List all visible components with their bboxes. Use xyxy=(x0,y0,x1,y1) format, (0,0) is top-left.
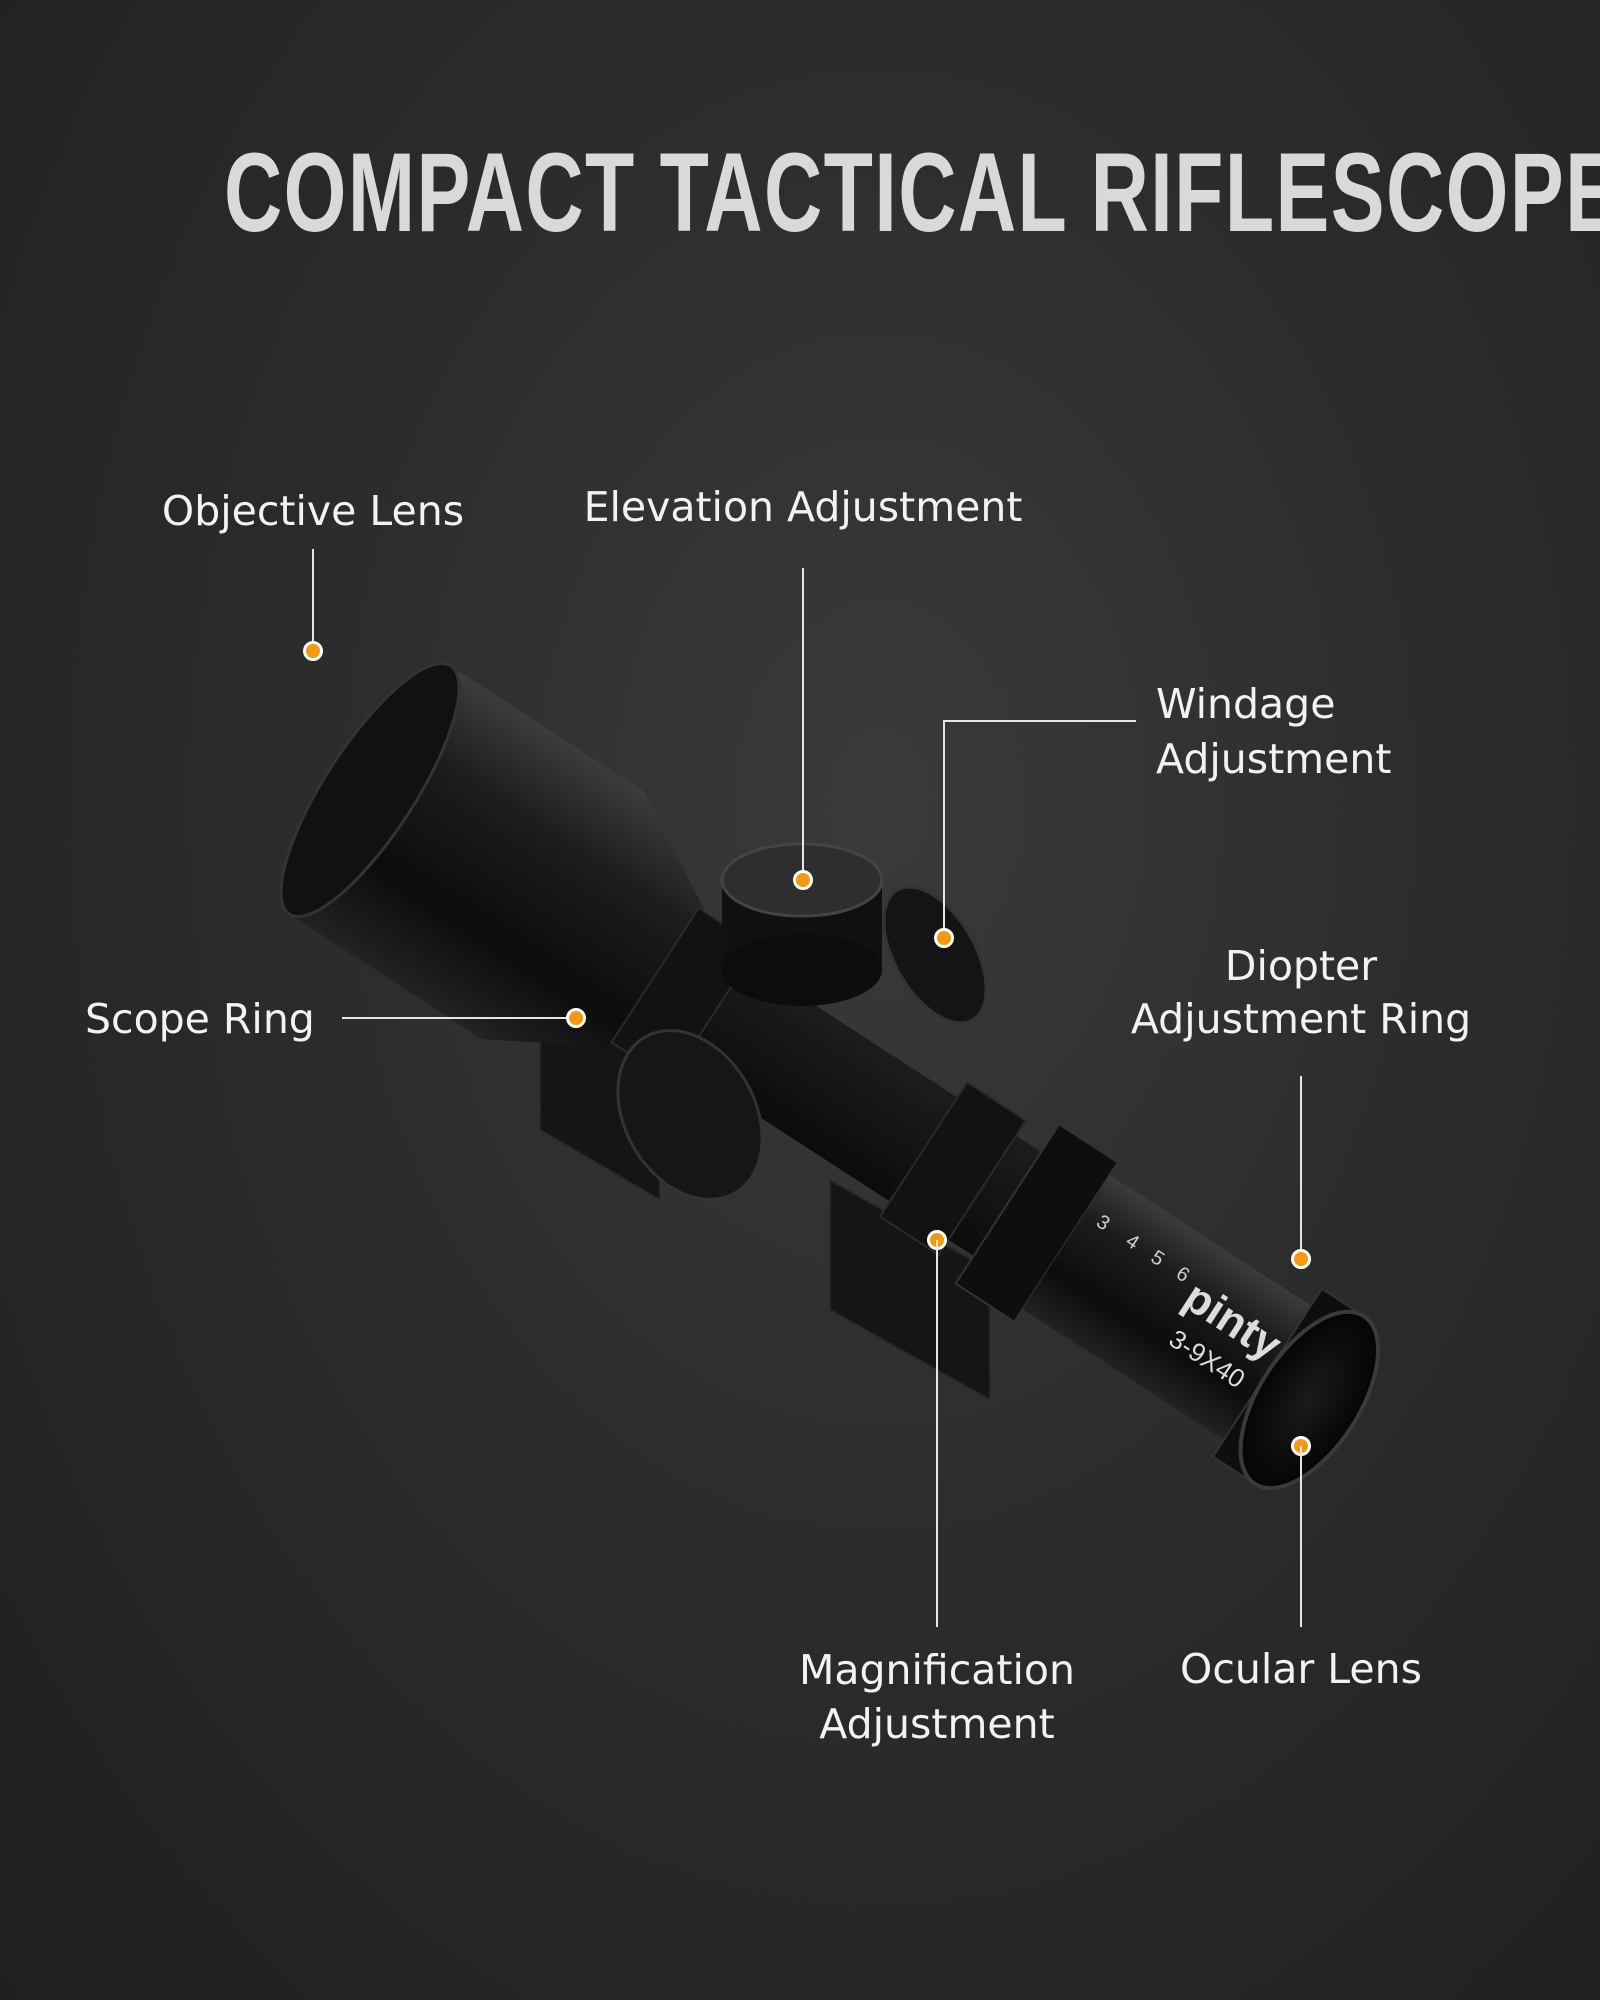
label-windage-line1: Windage xyxy=(1156,680,1336,728)
objective-lens-cap xyxy=(279,661,461,919)
label-diopter-line2: Adjustment Ring xyxy=(1130,995,1472,1043)
ocular-lens xyxy=(1238,1309,1381,1491)
label-ocular-lens: Ocular Lens xyxy=(1180,1645,1422,1693)
label-magnification-line1: Magnification xyxy=(799,1646,1075,1694)
marker-dot-windage xyxy=(934,928,954,948)
marker-dot-scope-ring xyxy=(566,1008,586,1028)
label-objective-lens: Objective Lens xyxy=(161,487,465,535)
label-magnification-line2: Adjustment xyxy=(819,1700,1055,1748)
leader-line-ocular-lens xyxy=(1300,1446,1302,1627)
label-scope-ring: Scope Ring xyxy=(85,995,315,1043)
leader-line-elevation xyxy=(802,568,804,880)
leader-line-windage-h xyxy=(944,720,1136,722)
label-diopter-line1: Diopter xyxy=(1224,942,1378,990)
page-title: COMPACT TACTICAL RIFLESCOPE xyxy=(224,130,1600,255)
illumination-turret xyxy=(616,1029,764,1201)
leader-line-diopter xyxy=(1300,1076,1302,1259)
marker-dot-diopter xyxy=(1291,1249,1311,1269)
label-elevation-adjustment: Elevation Adjustment xyxy=(583,483,1023,531)
leader-line-objective-lens xyxy=(312,549,314,651)
marker-dot-objective-lens xyxy=(303,641,323,661)
leader-line-windage-v xyxy=(943,720,945,938)
leader-line-magnification xyxy=(936,1240,938,1627)
label-windage-line2: Adjustment xyxy=(1156,735,1392,783)
leader-line-scope-ring xyxy=(342,1017,574,1019)
marker-dot-elevation xyxy=(793,870,813,890)
windage-turret xyxy=(882,885,988,1025)
